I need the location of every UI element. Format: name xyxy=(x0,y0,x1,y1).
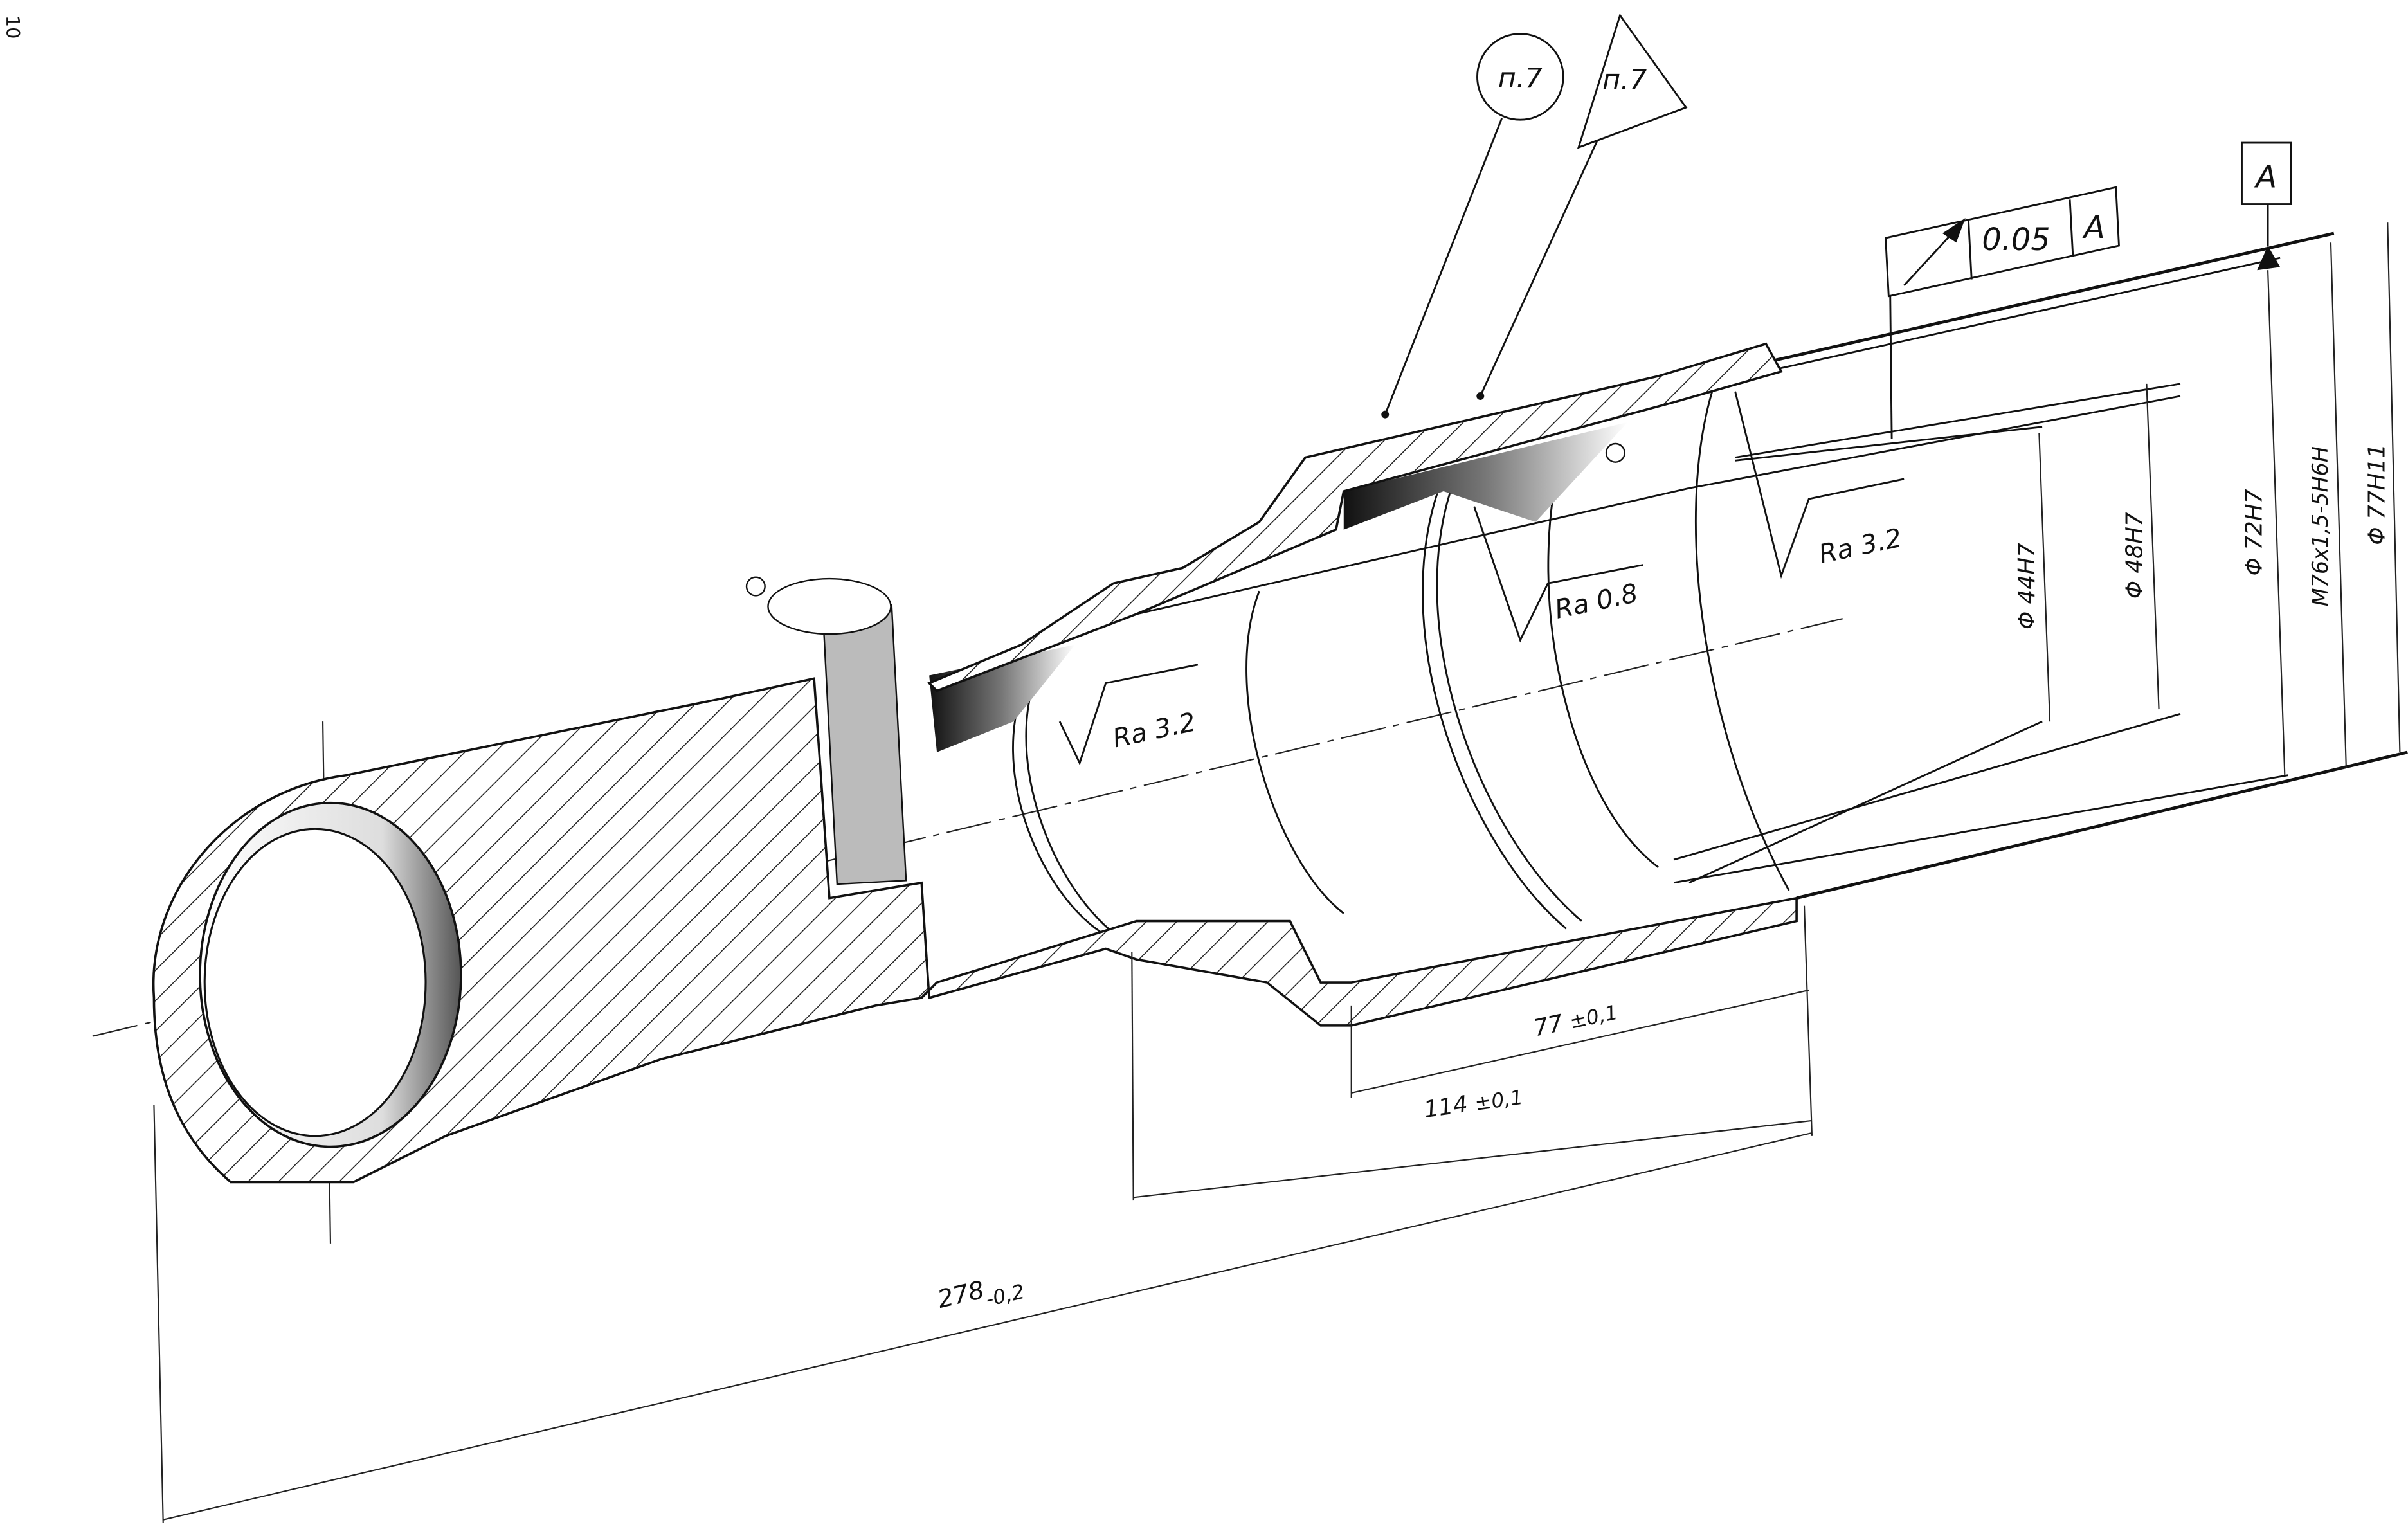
note-circle: п.7 xyxy=(1381,33,1564,419)
svg-text:114 ±0,1: 114 ±0,1 xyxy=(1422,1083,1525,1123)
page-number: 10 xyxy=(2,15,24,39)
svg-text:Φ 77H11: Φ 77H11 xyxy=(2364,444,2391,545)
lube-channel xyxy=(822,603,907,885)
svg-text:Ra 3.2: Ra 3.2 xyxy=(1110,706,1199,754)
fitting-hole xyxy=(745,576,766,597)
bore-grooves xyxy=(1012,391,1790,945)
tolerance-frame: 0.05 A xyxy=(1885,186,2120,439)
length-dim-114: 114 ±0,1 xyxy=(1131,952,1813,1201)
length-dim-278: 278-0,2 xyxy=(153,1105,1813,1523)
lube-fitting xyxy=(767,577,892,635)
svg-text:A: A xyxy=(2082,210,2105,246)
svg-text:Ra 3.2: Ra 3.2 xyxy=(1816,522,1905,570)
datum-a: A xyxy=(2241,141,2292,271)
roughness-2: Ra 0.8 xyxy=(1473,506,1643,643)
runout-arrowhead-icon xyxy=(1942,218,1966,243)
diameter-dims: Φ 44H7 Φ 48H7 Φ 72H7 M76x1,5-5H6H Φ 77H1… xyxy=(2014,222,2401,775)
svg-text:A: A xyxy=(2254,159,2277,195)
svg-text:M76x1,5-5H6H: M76x1,5-5H6H xyxy=(2308,446,2333,606)
upper-wall-section xyxy=(927,342,1783,692)
roughness-1: Ra 3.2 xyxy=(1058,664,1199,766)
svg-text:Φ 44H7: Φ 44H7 xyxy=(2014,543,2040,629)
svg-text:Ra 0.8: Ra 0.8 xyxy=(1552,577,1641,625)
svg-text:Φ 48H7: Φ 48H7 xyxy=(2121,512,2148,599)
length-dim-77: 77 ±0,1 xyxy=(1350,905,1813,1136)
note-triangle: п.7 xyxy=(1476,13,1688,400)
side-hole xyxy=(1605,442,1625,463)
bore-shading-2 xyxy=(1343,422,1628,530)
svg-text:п.7: п.7 xyxy=(1498,62,1543,95)
svg-text:п.7: п.7 xyxy=(1602,64,1647,96)
svg-text:278-0,2: 278-0,2 xyxy=(935,1267,1027,1322)
svg-text:Φ 72H7: Φ 72H7 xyxy=(2241,489,2268,575)
roughness-3: Ra 3.2 xyxy=(1734,391,1905,579)
eye-hole xyxy=(203,828,427,1137)
rod-section xyxy=(152,677,1798,1184)
svg-text:0.05: 0.05 xyxy=(1982,222,2050,258)
